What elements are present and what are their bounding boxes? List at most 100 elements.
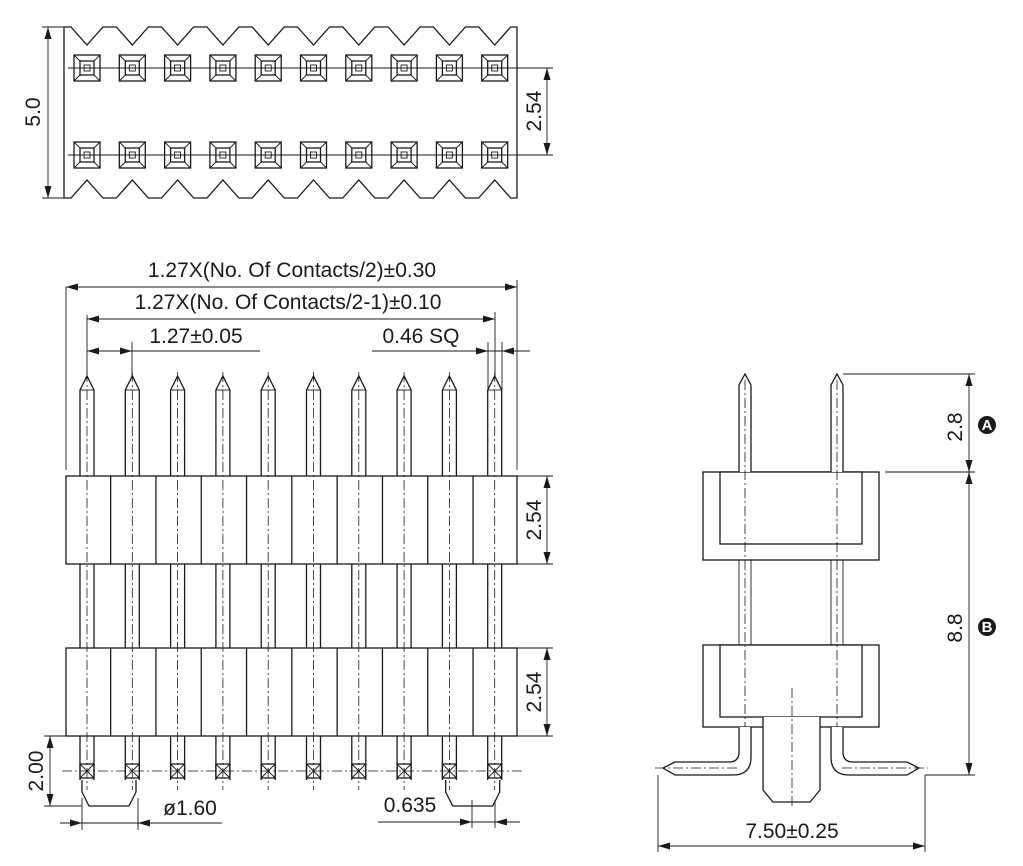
front-pin [487, 372, 503, 790]
pad-chamfer [501, 74, 509, 82]
pad-chamfer [73, 74, 81, 82]
dim-body-height: 8.8 [944, 613, 967, 642]
pad-chamfer [229, 141, 237, 149]
pad-chamfer [300, 74, 307, 82]
pad-chamfer [320, 141, 327, 149]
pin-tail [124, 736, 140, 780]
pad-chamfer [345, 54, 353, 62]
dim-28-arrow-top [965, 374, 973, 386]
dim-dia-arrow-right [138, 819, 150, 827]
dim-88-arrow-top [965, 472, 973, 484]
pad-chamfer [229, 161, 237, 169]
pad-chamfer [456, 161, 463, 169]
dim-ub-arrow-top [543, 476, 551, 488]
pad-chamfer [365, 141, 373, 149]
dim-88-arrow-bottom [965, 763, 973, 775]
pin-tail [169, 736, 186, 780]
dim-pitch2-arrow-left [87, 347, 99, 355]
pad-chamfer [93, 161, 101, 169]
pad-chamfer [209, 161, 217, 169]
dim-pin-size: 0.46 SQ [382, 325, 459, 348]
pad-chamfer [73, 141, 81, 149]
pad-chamfer [118, 141, 126, 149]
pad-chamfer [93, 54, 101, 62]
pad-chamfer [481, 74, 489, 82]
dim-total-arrow-right [505, 283, 517, 291]
pad-chamfer [481, 54, 489, 62]
front-tails [62, 736, 522, 807]
pad-chamfer [300, 54, 307, 62]
dim-sq-arrow-left [476, 347, 488, 355]
pad-chamfer [164, 161, 171, 169]
dim-pin-length: 2.8 [944, 412, 967, 441]
pad-chamfer [209, 74, 217, 82]
front-pin [260, 372, 276, 790]
pad-chamfer [390, 54, 398, 62]
pad-chamfer [300, 141, 307, 149]
dim-total-arrow-left [66, 283, 78, 291]
dim-total-length: 1.27X(No. Of Contacts/2)±0.30 [148, 259, 436, 282]
pad-chamfer [501, 54, 509, 62]
pad-chamfer [481, 141, 489, 149]
dim-width-arrow-left [658, 842, 670, 850]
pad-chamfer [229, 54, 237, 62]
front-pin [441, 372, 458, 790]
dim-tail-arrow-bottom [46, 794, 54, 806]
pad-chamfer [365, 74, 373, 82]
dim-28-arrow-bottom [965, 460, 973, 472]
pad-chamfer [436, 74, 443, 82]
pad-chamfer [73, 54, 81, 62]
pad-chamfer [456, 54, 463, 62]
pad-chamfer [138, 74, 146, 82]
tail-cross-b [306, 763, 321, 779]
side-alignment-post [762, 717, 821, 803]
front-pin [79, 372, 95, 790]
pad-chamfer [365, 54, 373, 62]
pad-chamfer [184, 141, 191, 149]
pad-chamfer [254, 161, 262, 169]
pad-chamfer [345, 161, 353, 169]
dim-off-arrow-right [495, 818, 507, 826]
pad-chamfer [184, 74, 191, 82]
dim-pin-span: 1.27X(No. Of Contacts/2-1)±0.10 [135, 291, 442, 314]
front-pin [124, 372, 140, 790]
pad-chamfer [93, 141, 101, 149]
dim-pitch: 1.27±0.05 [149, 325, 242, 348]
marker-a-label: A [982, 417, 993, 434]
dim-5-arrow-top [44, 27, 52, 39]
pad-chamfer [410, 161, 418, 169]
pad-chamfer [254, 74, 262, 82]
dim-height-5: 5.0 [22, 97, 45, 126]
front-pin [396, 372, 412, 790]
top-view: 5.0 2.54 [22, 26, 553, 199]
pad-chamfer [410, 141, 418, 149]
tail-cross-b [215, 763, 231, 779]
dim-row-pitch-top: 2.54 [523, 90, 546, 131]
side-upper-body [719, 471, 863, 545]
dim-span-arrow-left [87, 315, 99, 323]
dim-span-arrow-right [483, 315, 495, 323]
pad-chamfer [320, 54, 327, 62]
pad-chamfer [164, 141, 171, 149]
dim-ub-arrow-bottom [543, 552, 551, 564]
pad-chamfer [481, 161, 489, 169]
marker-a-badge [978, 416, 996, 434]
pad-chamfer [274, 54, 282, 62]
pad-chamfer [209, 141, 217, 149]
dim-upper-body: 2.54 [523, 499, 546, 540]
pad-chamfer [118, 161, 126, 169]
front-pin [215, 372, 231, 790]
dim-width-arrow-right [913, 842, 925, 850]
pad-chamfer [390, 161, 398, 169]
dim-5-arrow-bottom [44, 186, 52, 198]
pad-chamfer [138, 141, 146, 149]
pad-chamfer [390, 74, 398, 82]
pad-chamfer [138, 161, 146, 169]
tail-cross-b [124, 763, 140, 779]
pad-chamfer [300, 161, 307, 169]
dim-pitch-arrow-bottom [543, 143, 551, 155]
body-dividers [110, 476, 474, 736]
dim-overall-width: 7.50±0.25 [745, 820, 838, 843]
